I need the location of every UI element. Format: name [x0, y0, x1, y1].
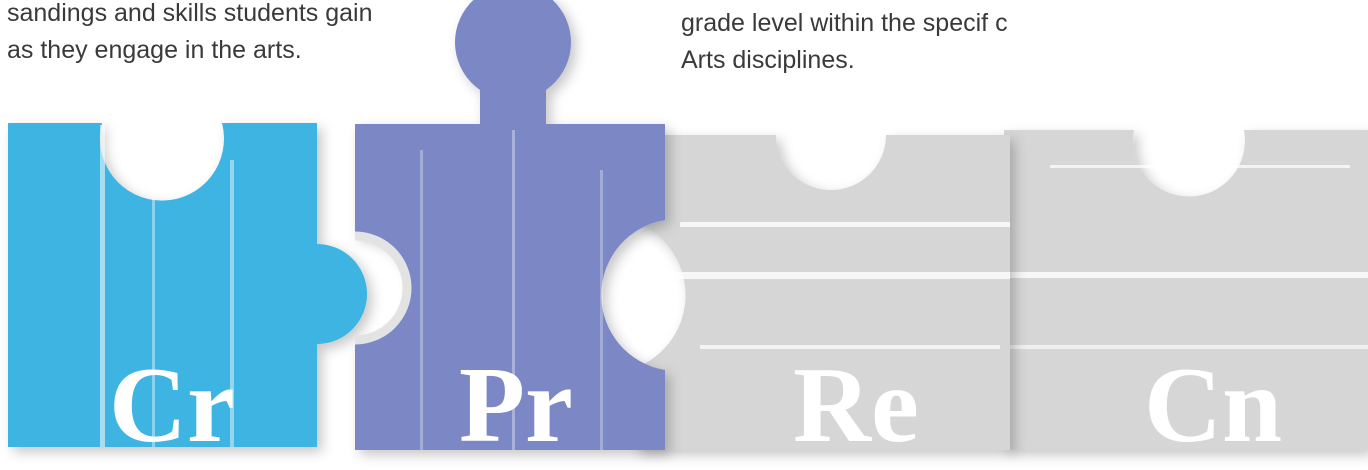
- perform-puzzle-piece: Pr: [354, 0, 665, 465]
- create-piece-shape: [8, 123, 368, 447]
- create-streak: [100, 125, 105, 447]
- intro-left-line-1: sandings and skills students gain: [7, 0, 373, 27]
- perform-streak: [600, 170, 603, 450]
- create-label: Cr: [109, 346, 235, 465]
- create-puzzle-piece: Cr: [8, 123, 368, 465]
- connect-puzzle-piece: Cn: [1004, 130, 1368, 465]
- perform-piece-shape: [355, 0, 665, 450]
- perform-streak: [420, 150, 423, 450]
- respond-puzzle-piece: Re: [635, 135, 1010, 465]
- create-streak: [230, 160, 234, 447]
- intro-right-line-1: grade level within the specif c: [681, 9, 1008, 37]
- respond-piece-shape: [635, 135, 1010, 450]
- intro-text-right: grade level within the specif c Arts dis…: [681, 5, 1008, 79]
- respond-streak: [680, 222, 1010, 227]
- respond-streak: [700, 345, 1000, 349]
- connect-label: Cn: [1144, 346, 1282, 465]
- respond-streak: [650, 272, 1010, 279]
- perform-label: Pr: [459, 346, 573, 465]
- respond-label: Re: [793, 346, 919, 465]
- connect-streak: [1050, 165, 1350, 168]
- connect-streak: [1010, 345, 1368, 349]
- intro-text-left: sandings and skills students gain as the…: [7, 0, 373, 69]
- connect-piece-shape: [1004, 130, 1368, 450]
- create-streak: [152, 125, 155, 447]
- perform-streak: [512, 130, 515, 450]
- connect-streak: [1010, 272, 1368, 278]
- intro-right-line-2: Arts disciplines.: [681, 46, 855, 74]
- intro-left-line-2: as they engage in the arts.: [7, 36, 302, 64]
- perform-socket-ring: [354, 231, 412, 345]
